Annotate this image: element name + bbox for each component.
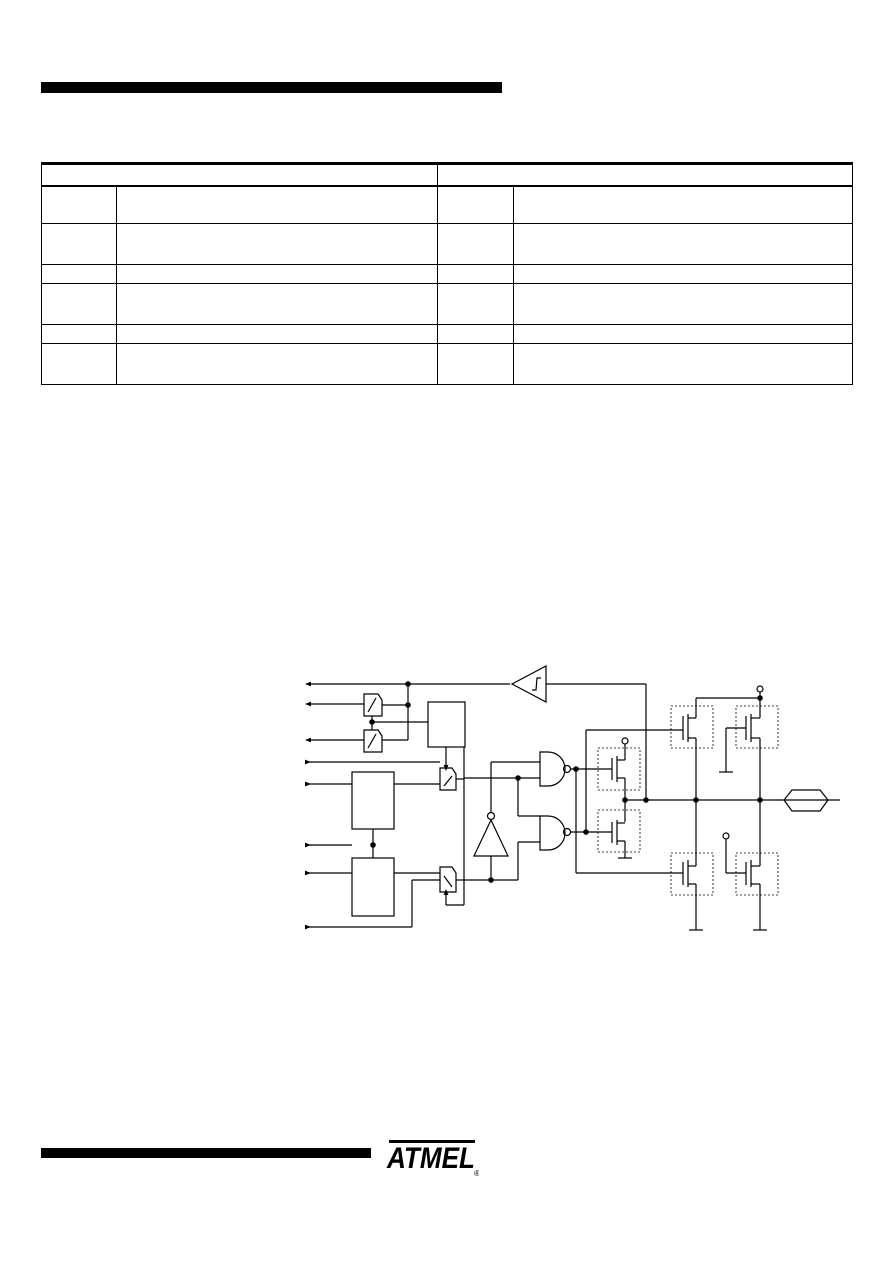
output-transistors <box>576 685 779 931</box>
table-row <box>41 282 853 325</box>
table-row <box>41 263 853 284</box>
table-cell <box>116 282 438 325</box>
schmitt-trigger-buffer <box>510 665 647 800</box>
table-cell <box>116 263 438 284</box>
table-cell <box>41 342 117 385</box>
register-blocks <box>351 701 466 917</box>
table-cell <box>513 342 853 385</box>
table-cell <box>437 263 514 284</box>
table-cell <box>513 263 853 284</box>
pin-function-table <box>41 162 853 385</box>
input-latches <box>363 681 428 753</box>
logo-text: ATMEL <box>386 1142 475 1175</box>
table-cell <box>437 282 514 325</box>
signal-arrows <box>305 681 510 930</box>
table-cell <box>41 263 117 284</box>
table-cell <box>437 342 514 385</box>
table-row <box>41 323 853 344</box>
logo-top-stroke <box>389 1140 475 1143</box>
multiplexers <box>394 747 470 906</box>
header-rule <box>41 82 502 93</box>
table-cell <box>513 185 853 224</box>
table-cell <box>41 323 117 344</box>
table-row <box>41 185 853 224</box>
table-cell <box>41 282 117 325</box>
table-cell <box>116 185 438 224</box>
logic-gates <box>464 730 612 883</box>
footer-rule <box>41 1148 371 1158</box>
table-cell <box>513 323 853 344</box>
io-pad <box>783 789 829 812</box>
table-cell <box>437 185 514 224</box>
table-cell <box>513 282 853 325</box>
table-cell <box>437 323 514 344</box>
table-row <box>41 222 853 265</box>
table-cell <box>116 222 438 265</box>
pre-driver-transistors <box>597 737 840 859</box>
table-header-cell <box>437 162 853 187</box>
table-row <box>41 342 853 385</box>
atmel-logo-icon: ATMEL ® <box>386 1140 479 1178</box>
table-cell <box>116 323 438 344</box>
io-pin-circuit-diagram <box>305 665 840 931</box>
registered-mark: ® <box>474 1169 479 1178</box>
table-cell <box>437 222 514 265</box>
table-cell <box>513 222 853 265</box>
table-cell <box>41 185 117 224</box>
table-cell <box>116 342 438 385</box>
table-cell <box>41 222 117 265</box>
table-header-row <box>41 162 853 187</box>
table-header-cell <box>41 162 438 187</box>
